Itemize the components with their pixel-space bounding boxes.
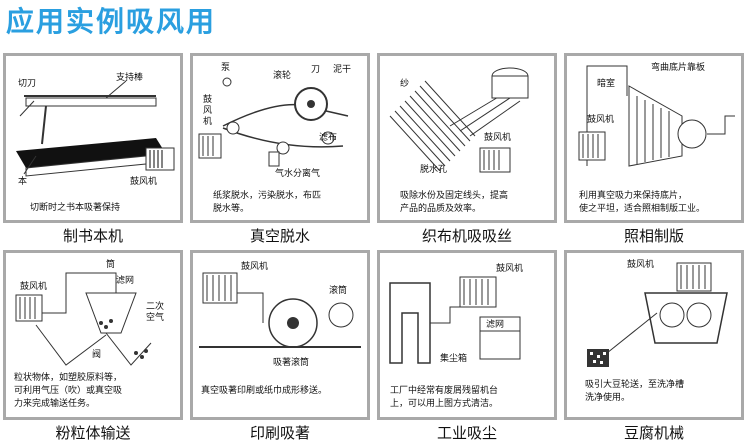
description-line-1: 切断时之书本吸著保持 (30, 201, 120, 213)
label-blower: 鼓风机 (20, 280, 47, 292)
card-bookbinding-machine: 切刀 支持棒 本 鼓风机 切断时之书本吸著保持 制书本机 (3, 53, 183, 245)
diagram-panel: 暗室 弯曲底片靠板 鼓风机 利用真空吸力来保持底片， 使之平坦，适合照相制版工业… (564, 53, 744, 223)
diagram-panel: 鼓风机 滤网 集尘箱 工厂中经常有废屑残留机台 上，可以用上图方式清洁。 (377, 250, 557, 420)
label-separator: 气水分离气 (275, 167, 320, 179)
loom-diagram: 纱 鼓风机 脱水孔 吸除水份及固定线头，提高 产品的品质及效率。 (389, 67, 529, 214)
card-caption: 工业吸尘 (436, 424, 497, 442)
label-yarn: 纱 (400, 78, 409, 89)
label-filter-screen: 滤网 (116, 274, 134, 286)
label-blower-char-3: 机 (203, 115, 212, 127)
dust-diagram: 鼓风机 滤网 集尘箱 工厂中经常有废屑残留机台 上，可以用上图方式清洁。 (389, 262, 523, 409)
tofu-diagram: 鼓风机 吸引大豆轮送，至洗净槽 洗净使用。 (585, 258, 728, 403)
label-knife: 刀 (311, 65, 320, 75)
card-caption: 印刷吸著 (249, 424, 310, 442)
powder-diagram: 鼓风机 筒 滤网 二次 空气 阀 粒状物体，如塑胶原料等， 可利用气压（吹）或真… (14, 258, 164, 409)
label-dry-mud: 泥干 (333, 64, 351, 75)
description-line-2: 可利用气压（吹）或真空吸 (14, 384, 122, 396)
platemaking-diagram: 暗室 弯曲底片靠板 鼓风机 利用真空吸力来保持底片， 使之平坦，适合照相制版工业… (578, 61, 735, 214)
label-support-rod: 支持棒 (116, 71, 143, 83)
label-darkroom: 暗室 (597, 77, 615, 89)
diagram-panel: 鼓风机 吸引大豆轮送，至洗净槽 洗净使用。 (564, 250, 744, 420)
label-blower: 鼓风机 (496, 262, 523, 274)
label-suction-drum: 吸著滚筒 (273, 356, 309, 368)
diagram-panel: 鼓风机 滚筒 吸著滚筒 真空吸著印刷或纸巾成形移送。 (190, 250, 370, 420)
card-caption: 粉粒体输送 (55, 424, 131, 442)
description-line-2: 脱水等。 (213, 202, 249, 214)
description-line-2: 产品的品质及效率。 (400, 202, 481, 214)
dewatering-diagram: 泵 滚轮 刀 泥干 鼓 风 机 滤布 气水分离气 纸浆脱水，污染脱水，布匹 脱水… (198, 62, 351, 214)
card-loom-thread-suction: 纱 鼓风机 脱水孔 吸除水份及固定线头，提高 产品的品质及效率。 织布机吸吸丝 (377, 53, 557, 245)
card-vacuum-dewatering: 泵 滚轮 刀 泥干 鼓 风 机 滤布 气水分离气 纸浆脱水，污染脱水，布匹 脱水… (190, 53, 370, 245)
diagram-panel: 纱 鼓风机 脱水孔 吸除水份及固定线头，提高 产品的品质及效率。 (377, 53, 557, 223)
label-blower: 鼓风机 (587, 113, 614, 125)
description-line-1: 粒状物体，如塑胶原料等， (14, 371, 122, 383)
label-pump: 泵 (221, 62, 230, 73)
label-film-board: 弯曲底片靠板 (651, 61, 705, 73)
diagram-panel: 泵 滚轮 刀 泥干 鼓 风 机 滤布 气水分离气 纸浆脱水，污染脱水，布匹 脱水… (190, 53, 370, 223)
description-line-3: 力来完成输送任务。 (14, 397, 95, 409)
description-line-2: 洗净使用。 (585, 391, 630, 403)
diagram-panel: 鼓风机 筒 滤网 二次 空气 阀 粒状物体，如塑胶原料等， 可利用气压（吹）或真… (3, 250, 183, 420)
description-line-1: 吸除水份及固定线头，提高 (400, 189, 508, 201)
label-blower: 鼓风机 (484, 131, 511, 143)
description-line-1: 纸浆脱水，污染脱水，布匹 (213, 189, 321, 201)
label-filter-cloth: 滤布 (319, 131, 337, 143)
card-caption: 照相制版 (623, 227, 684, 245)
card-caption: 织布机吸吸丝 (421, 227, 512, 245)
description-line-1: 利用真空吸力来保持底片， (579, 189, 687, 201)
card-powder-conveying: 鼓风机 筒 滤网 二次 空气 阀 粒状物体，如塑胶原料等， 可利用气压（吹）或真… (3, 250, 183, 442)
label-drain-hole: 脱水孔 (420, 163, 447, 175)
label-air: 空气 (146, 311, 164, 323)
bookbinding-diagram: 切刀 支持棒 本 鼓风机 切断时之书本吸著保持 (16, 71, 175, 213)
label-book: 本 (18, 175, 27, 187)
label-dust-box: 集尘箱 (440, 352, 467, 364)
card-caption: 制书本机 (62, 227, 123, 245)
card-printing-suction: 鼓风机 滚筒 吸著滚筒 真空吸著印刷或纸巾成形移送。 印刷吸著 (190, 250, 370, 442)
label-valve: 阀 (92, 349, 101, 360)
label-cutter: 切刀 (18, 78, 36, 89)
description-line-1: 真空吸著印刷或纸巾成形移送。 (201, 384, 327, 396)
diagram-panel: 切刀 支持棒 本 鼓风机 切断时之书本吸著保持 (3, 53, 183, 223)
card-caption: 真空脱水 (249, 227, 310, 245)
label-blower: 鼓风机 (241, 260, 268, 272)
card-photo-platemaking: 暗室 弯曲底片靠板 鼓风机 利用真空吸力来保持底片， 使之平坦，适合照相制版工业… (564, 53, 744, 245)
description-line-1: 工厂中经常有废屑残留机台 (390, 384, 498, 396)
label-filter-screen: 滤网 (486, 318, 504, 330)
label-secondary: 二次 (146, 300, 164, 312)
card-industrial-dust-collection: 鼓风机 滤网 集尘箱 工厂中经常有废屑残留机台 上，可以用上图方式清洁。 工业吸… (377, 250, 557, 442)
label-blower: 鼓风机 (130, 175, 157, 187)
printing-diagram: 鼓风机 滚筒 吸著滚筒 真空吸著印刷或纸巾成形移送。 (199, 260, 361, 396)
label-blower-char-2: 风 (203, 105, 212, 116)
description-line-1: 吸引大豆轮送，至洗净槽 (585, 378, 684, 390)
description-line-2: 使之平坦，适合照相制版工业。 (579, 202, 705, 214)
card-tofu-machinery: 鼓风机 吸引大豆轮送，至洗净槽 洗净使用。 豆腐机械 (564, 250, 744, 442)
label-blower-char-1: 鼓 (203, 93, 212, 105)
page-title: 应用实例吸风用 (6, 5, 217, 38)
label-roller: 滚轮 (273, 69, 291, 81)
card-caption: 豆腐机械 (623, 424, 684, 442)
description-line-2: 上，可以用上图方式清洁。 (390, 397, 498, 409)
label-cylinder: 筒 (106, 258, 115, 270)
label-blower: 鼓风机 (627, 258, 654, 270)
label-drum: 滚筒 (329, 284, 347, 296)
